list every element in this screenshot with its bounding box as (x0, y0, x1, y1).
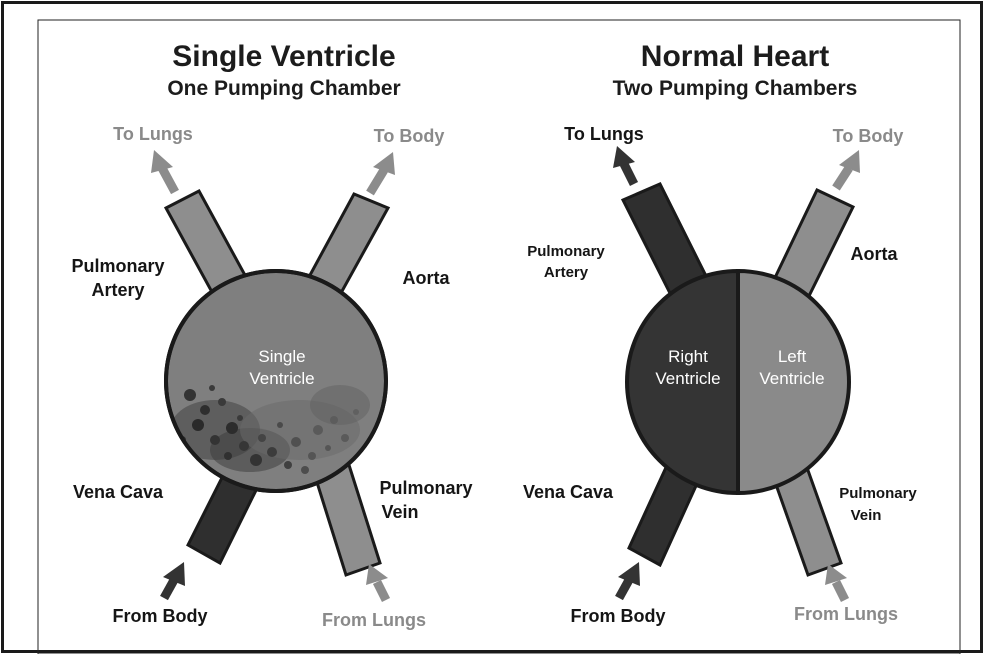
right-ventricle-label-1: Right (668, 347, 708, 366)
single-chamber-label-2: Ventricle (249, 369, 314, 388)
single-to-body-label: To Body (374, 126, 445, 146)
normal-from-lungs-arrow (825, 564, 847, 600)
normal-to-body-label: To Body (833, 126, 904, 146)
normal-aorta-label: Aorta (850, 244, 898, 264)
normal-heart-chambers: Right Ventricle Left Ventricle (627, 271, 849, 493)
normal-vena-cava-label: Vena Cava (523, 482, 614, 502)
single-chamber-label-1: Single (258, 347, 305, 366)
single-aorta-label: Aorta (402, 268, 450, 288)
single-to-lungs-label: To Lungs (113, 124, 193, 144)
single-ventricle-chamber: Single Ventricle (166, 271, 386, 491)
normal-title: Normal Heart (641, 40, 829, 73)
normal-from-lungs-label: From Lungs (794, 604, 898, 624)
normal-subtitle: Two Pumping Chambers (613, 77, 858, 100)
left-ventricle-label-2: Ventricle (759, 369, 824, 388)
single-pulmonary-vein-label-2: Vein (381, 502, 418, 522)
single-from-lungs-arrow (366, 564, 388, 600)
single-title: Single Ventricle (172, 40, 395, 73)
single-pulmonary-vein-label-1: Pulmonary (379, 478, 472, 498)
normal-from-body-label: From Body (570, 606, 665, 626)
left-ventricle-label-1: Left (778, 347, 807, 366)
normal-to-body-arrow (836, 150, 860, 188)
single-from-body-label: From Body (112, 606, 207, 626)
normal-pulmonary-artery-label-1: Pulmonary (527, 243, 605, 260)
normal-to-lungs-arrow (613, 146, 635, 184)
normal-pulmonary-vein-label-1: Pulmonary (839, 485, 917, 502)
single-from-lungs-label: From Lungs (322, 610, 426, 630)
normal-pulmonary-artery-label-2: Artery (544, 264, 589, 281)
normal-from-body-arrow (618, 562, 640, 598)
normal-to-lungs-label: To Lungs (564, 124, 644, 144)
normal-heart-panel: Normal Heart Two Pumping Chambers Right … (523, 40, 917, 626)
single-subtitle: One Pumping Chamber (167, 77, 400, 100)
single-pulmonary-artery-label-2: Artery (91, 280, 144, 300)
single-to-body-arrow (370, 152, 395, 193)
single-vena-cava-label: Vena Cava (73, 482, 164, 502)
single-to-lungs-arrow (151, 150, 175, 192)
single-ventricle-panel: Single Ventricle One Pumping Chamber (71, 40, 472, 630)
right-ventricle-label-2: Ventricle (655, 369, 720, 388)
normal-pulmonary-vein-label-2: Vein (851, 507, 882, 524)
single-from-body-arrow (163, 562, 185, 598)
single-pulmonary-artery-label-1: Pulmonary (71, 256, 164, 276)
